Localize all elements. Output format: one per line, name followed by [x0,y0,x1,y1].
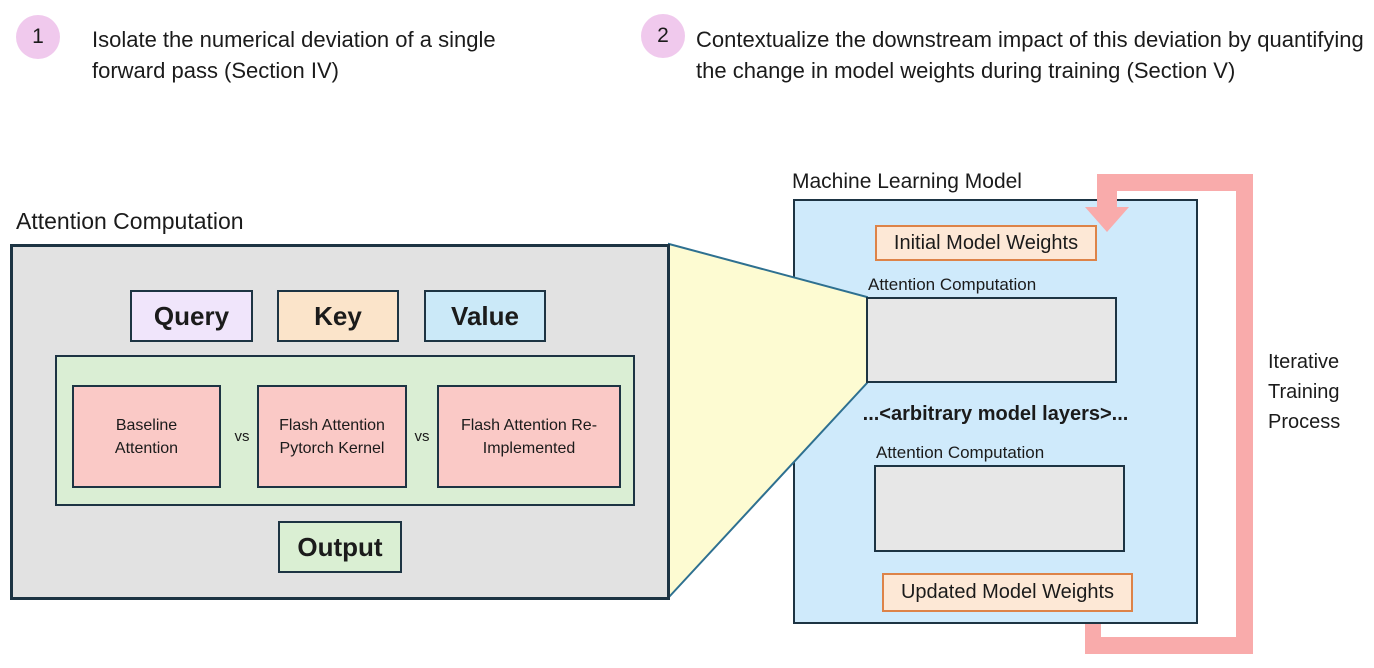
step-2-badge: 2 [641,14,685,58]
value-box: Value [424,290,546,342]
steps-header: 1 Isolate the numerical deviation of a s… [0,0,1374,140]
attention-diagram-title: Attention Computation [16,208,244,234]
updated-model-weights-box: Updated Model Weights [882,573,1133,612]
vs-separator-1: vs [234,428,250,445]
baseline-attention-box: Baseline Attention [72,385,221,488]
step-1-badge: 1 [16,15,60,59]
iterative-training-process-label: Iterative Training Process [1268,351,1341,433]
flash-attention-pytorch-box: Flash Attention Pytorch Kernel [257,385,407,488]
attention-computation-label-top: Attention Computation [868,275,1037,294]
machine-learning-model-diagram: Machine Learning Model Initial Model Wei… [700,0,1374,668]
step-2-number: 2 [657,24,669,47]
output-box: Output [278,521,402,573]
step-1-text: Isolate the numerical deviation of a sin… [92,27,496,83]
arbitrary-model-layers-text: ...<arbitrary model layers>... [862,403,1129,425]
query-box: Query [130,290,253,342]
step-2-text: Contextualize the downstream impact of t… [696,27,1364,83]
step-1-number: 1 [32,25,44,48]
attention-computation-diagram: Attention Computation Query Key Value Ba… [10,208,670,600]
initial-model-weights-box: Initial Model Weights [875,225,1097,261]
flash-attention-reimplemented-box: Flash Attention Re-Implemented [437,385,621,488]
attention-computation-placeholder-bottom [874,465,1125,552]
attention-computation-label-bottom: Attention Computation [876,443,1045,462]
vs-separator-2: vs [414,428,430,445]
key-box: Key [277,290,399,342]
model-diagram-title: Machine Learning Model [792,170,1022,193]
attention-computation-placeholder-top [866,297,1117,383]
